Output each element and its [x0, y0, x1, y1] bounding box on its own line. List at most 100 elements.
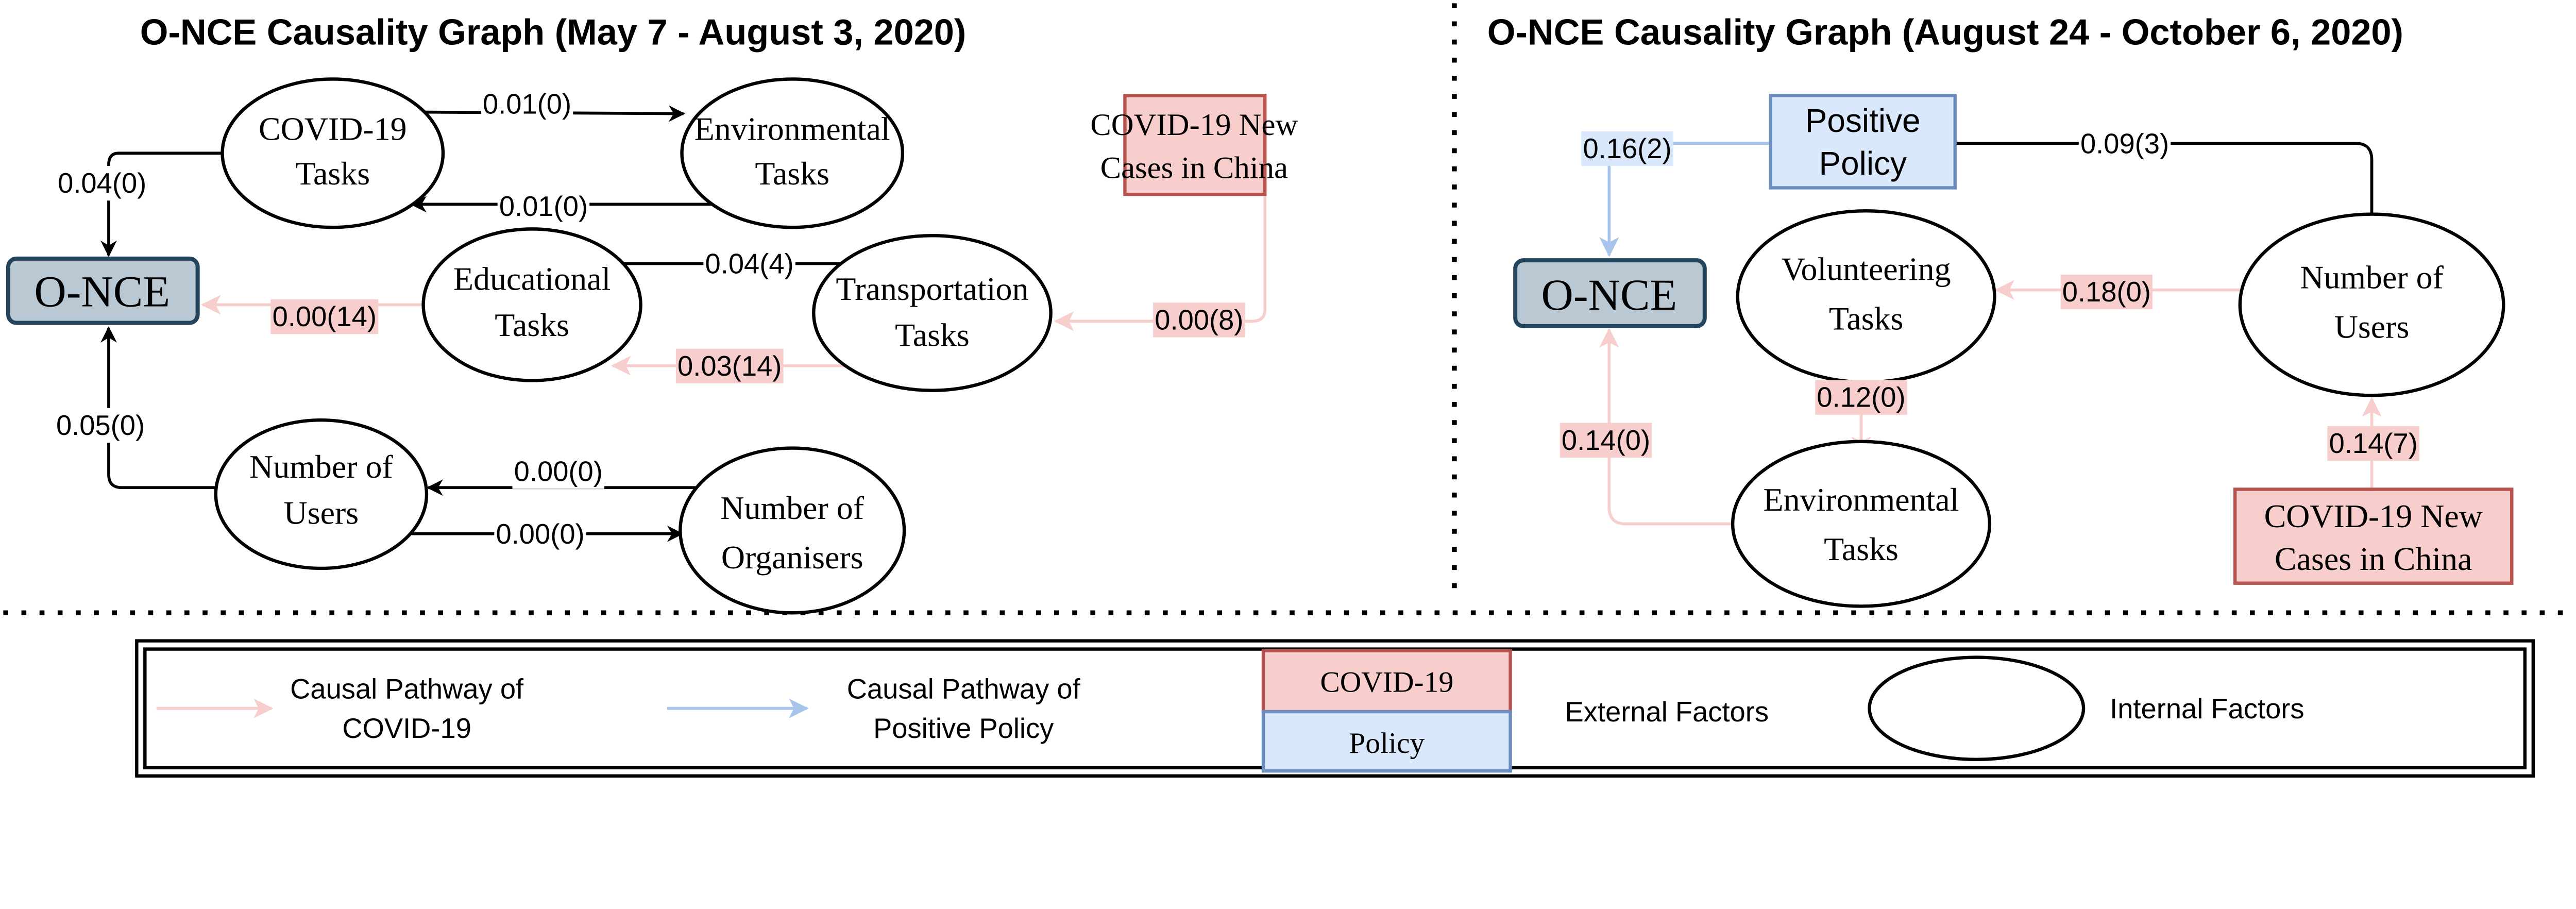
node-label: Cases in China	[1100, 150, 1288, 185]
edge-label-background	[675, 348, 784, 384]
edge-label-background	[494, 516, 586, 552]
node-label: Educational	[453, 261, 611, 297]
legend-policy-box-label: Policy	[1349, 727, 1425, 760]
edge-label-text: 0.01(0)	[483, 89, 571, 120]
left-title: O-NCE Causality Graph (May 7 - August 3,…	[140, 11, 967, 52]
edge-label: 0.12(0)	[1815, 380, 1907, 415]
edge-label-background	[497, 189, 590, 224]
node-once: O-NCE	[6, 256, 200, 325]
edge-label: 0.04(0)	[56, 165, 148, 201]
node-covid-tasks: COVID-19 Tasks	[221, 77, 445, 229]
edge-label: 0.16(2)	[1581, 131, 1673, 166]
edge-label-background	[2060, 274, 2153, 310]
node-label: COVID-19	[259, 111, 407, 147]
edge-label: 0.00(8)	[1153, 302, 1245, 338]
right-graph: O-NCE Causality Graph (August 24 - Octob…	[1487, 11, 2514, 608]
legend-covid-box	[1261, 649, 1512, 714]
node-label: Users	[284, 495, 359, 531]
edge-label-background	[1153, 302, 1245, 338]
edge-label-background	[512, 454, 605, 489]
edge-policy-to-users	[1955, 142, 2380, 229]
node-positive-policy: Positive Policy	[1769, 94, 1957, 190]
legend-internal-ellipse	[1868, 655, 2086, 761]
edge-label-text: 0.00(14)	[273, 301, 377, 332]
legend-covid-path-label: Causal Pathway of	[290, 673, 524, 704]
edge-label-text: 0.04(0)	[58, 167, 146, 199]
edge-env-to-once	[1599, 328, 1733, 526]
node-label: Number of	[249, 448, 393, 485]
legend-external-label: External Factors	[1565, 696, 1769, 728]
node-new-cases-china: COVID-19 New Cases in China	[1090, 94, 1298, 196]
edge-label-text: 0.16(2)	[1583, 133, 1671, 164]
node-once: O-NCE	[1513, 258, 1707, 328]
edge-label: 0.01(0)	[481, 87, 573, 122]
node-label: Number of	[720, 490, 864, 526]
edge-label: 0.09(3)	[2078, 126, 2171, 161]
node-label: Users	[2334, 308, 2410, 345]
node-label: O-NCE	[34, 267, 170, 316]
edge-label-text: 0.00(0)	[496, 518, 585, 550]
edge-users-to-once	[100, 326, 216, 490]
edge-label: 0.00(0)	[494, 516, 586, 552]
edge-label-text: 0.14(0)	[1562, 425, 1650, 456]
left-graph: O-NCE Causality Graph (May 7 - August 3,…	[6, 11, 1298, 615]
edge-label-background	[1560, 423, 1652, 458]
edge-label: 0.14(7)	[2327, 426, 2420, 461]
edge-label-background	[2078, 126, 2171, 161]
node-label: Tasks	[755, 155, 829, 192]
edge-label-text: 0.04(4)	[705, 248, 794, 280]
node-label: O-NCE	[1541, 270, 1677, 319]
causality-diagram: O-NCE Causality Graph (May 7 - August 3,…	[3, 3, 2573, 778]
node-label: Environmental	[694, 111, 890, 147]
node-number-of-organisers: Number of Organisers	[679, 446, 906, 615]
edge-label-text: 0.03(14)	[677, 350, 782, 382]
node-label: Number of	[2300, 259, 2444, 295]
right-title: O-NCE Causality Graph (August 24 - Octob…	[1487, 11, 2403, 52]
node-new-cases-china: COVID-19 New Cases in China	[2233, 487, 2514, 585]
edge-label-background	[703, 246, 795, 281]
edge-covid-to-once	[100, 152, 223, 257]
edge-label-text: 0.12(0)	[1817, 382, 1905, 413]
legend-covid-path-label: COVID-19	[342, 713, 471, 744]
legend-policy-path-label: Positive Policy	[873, 713, 1054, 744]
edge-label-background	[2327, 426, 2420, 461]
legend-outer-border	[135, 639, 2535, 778]
edge-label-text: 0.09(3)	[2080, 128, 2169, 159]
edge-label-text: 0.05(0)	[56, 410, 145, 441]
node-label: Tasks	[495, 307, 569, 343]
edge-cases-to-trans	[1054, 194, 1267, 331]
edge-label-background	[1815, 380, 1907, 415]
node-environmental-tasks: Environmental Tasks	[1731, 440, 1992, 608]
node-transportation-tasks: Transportation Tasks	[812, 233, 1053, 392]
node-label: Policy	[1819, 145, 1907, 182]
node-label: Organisers	[721, 539, 863, 576]
node-environmental-tasks: Environmental Tasks	[680, 77, 905, 229]
node-label: Environmental	[1764, 481, 1959, 518]
edge-label: 0.00(14)	[270, 299, 379, 334]
legend-policy-box	[1261, 710, 1512, 773]
node-label: COVID-19 New	[2264, 498, 2483, 534]
node-label: COVID-19 New	[1090, 108, 1298, 142]
edge-label-background	[54, 408, 147, 443]
node-volunteering-tasks: Volunteering Tasks	[1736, 209, 1996, 384]
node-label: Tasks	[295, 155, 370, 192]
edge-label-text: 0.00(0)	[514, 456, 603, 487]
legend-internal-label: Internal Factors	[2110, 693, 2304, 725]
edge-label: 0.00(0)	[512, 454, 605, 489]
edge-label-text: 0.14(7)	[2329, 428, 2418, 459]
edge-label-background	[56, 165, 148, 201]
legend: Causal Pathway of COVID-19 Causal Pathwa…	[135, 639, 2535, 778]
edge-label: 0.05(0)	[54, 408, 147, 443]
edge-label: 0.01(0)	[497, 189, 590, 224]
node-label: Positive	[1805, 102, 1921, 139]
node-number-of-users: Number of Users	[214, 418, 429, 570]
edge-label: 0.04(4)	[703, 246, 795, 281]
node-number-of-users: Number of Users	[2238, 212, 2505, 397]
edge-label-background	[270, 299, 379, 334]
edge-label-background	[1581, 131, 1673, 166]
edge-label-text: 0.18(0)	[2062, 276, 2151, 308]
edge-label: 0.18(0)	[2060, 274, 2153, 310]
node-label: Tasks	[895, 316, 970, 353]
node-label: Volunteering	[1782, 250, 1951, 287]
legend-covid-box-label: COVID-19	[1320, 666, 1453, 699]
